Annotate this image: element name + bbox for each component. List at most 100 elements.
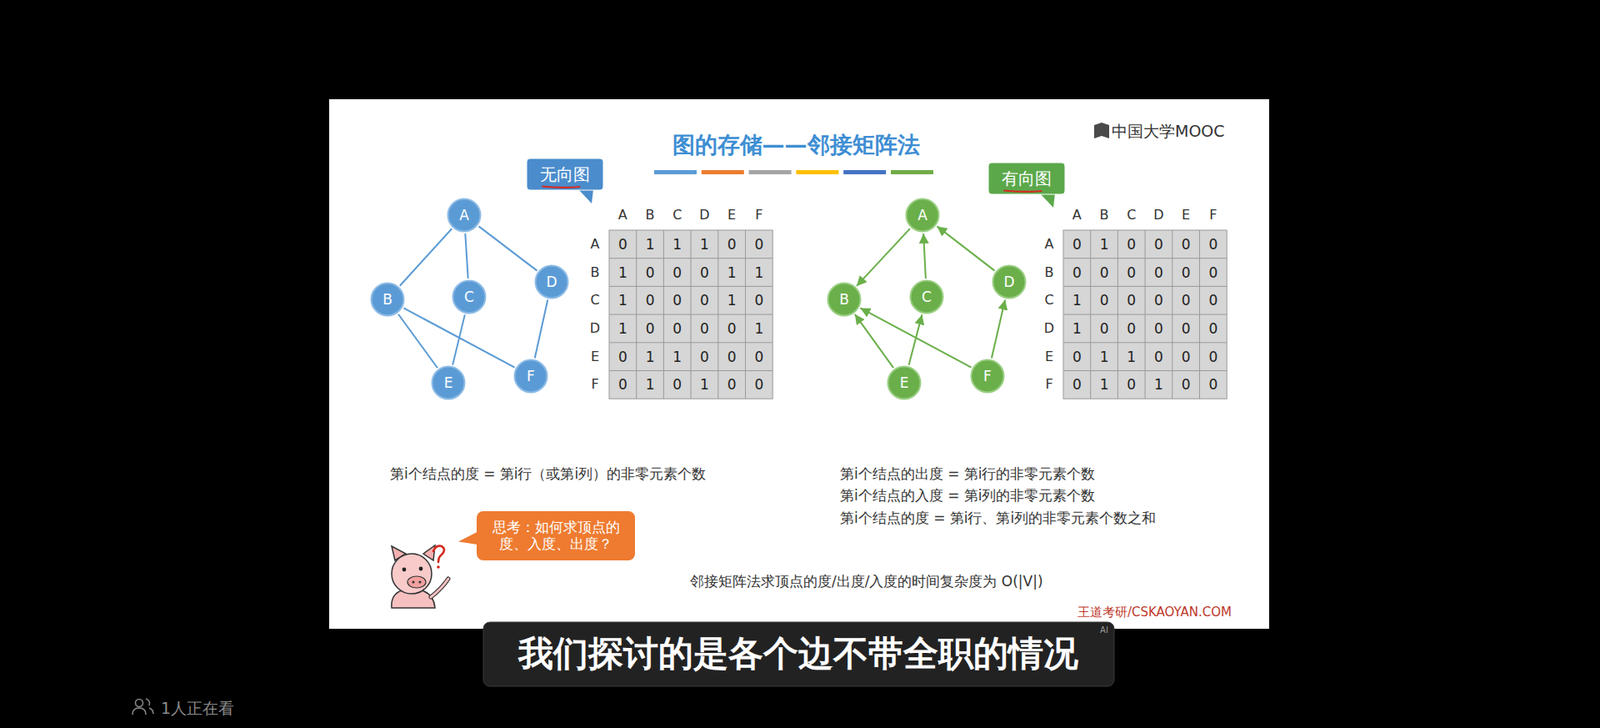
pig-head bbox=[391, 553, 432, 594]
viewer-head bbox=[135, 699, 144, 707]
matrix-cell: 0 bbox=[618, 347, 628, 365]
watermark: 王道考研/CSKAOYAN.COM bbox=[1077, 604, 1232, 620]
node-text: A bbox=[459, 206, 470, 224]
matrix-cell: 0 bbox=[1181, 375, 1191, 393]
vertex-circle bbox=[535, 265, 569, 299]
node-text: E bbox=[444, 374, 454, 391]
matrix-cell: 0 bbox=[700, 320, 710, 337]
underline-mark bbox=[1003, 190, 1042, 192]
color-bar-segment bbox=[795, 170, 839, 175]
matrix-cell: 0 bbox=[1154, 235, 1164, 253]
vertex-circle bbox=[828, 283, 861, 316]
ai-tag: AI bbox=[1100, 625, 1109, 635]
formula-note: 第i个结点的入度 = 第i列的非零元素个数 bbox=[840, 486, 1096, 504]
matrix-cell: 0 bbox=[754, 347, 764, 365]
matrix-cell: 0 bbox=[1126, 263, 1136, 280]
vertex-circle bbox=[993, 265, 1026, 299]
matrix-header: A bbox=[1072, 206, 1082, 223]
matrix-grid-line bbox=[1063, 341, 1227, 343]
graph-edge bbox=[452, 314, 465, 365]
matrix-grids bbox=[609, 230, 1227, 399]
graph-vertex: C bbox=[909, 279, 945, 315]
matrix-header: F bbox=[1209, 206, 1217, 223]
vertex-circle bbox=[371, 283, 405, 316]
matrix-cell: 0 bbox=[1100, 291, 1110, 309]
matrix-cell: 0 bbox=[672, 291, 682, 309]
color-bar-segment bbox=[890, 170, 934, 175]
color-bar-segment bbox=[701, 170, 745, 175]
matrix-header: F bbox=[590, 376, 599, 393]
matrix-header: E bbox=[727, 206, 736, 223]
matrix-header: D bbox=[699, 206, 710, 223]
graph-vertex: F bbox=[970, 358, 1005, 394]
matrix-cell: 1 bbox=[754, 320, 764, 337]
thought-bubble: 思考：如何求顶点的度、入度、出度？ bbox=[476, 510, 635, 560]
vertex-circle bbox=[453, 280, 486, 314]
matrix-grid-line bbox=[1199, 230, 1200, 399]
matrix-cell: 0 bbox=[1126, 375, 1136, 393]
matrix-cell: 0 bbox=[672, 320, 682, 337]
matrix-cell: 1 bbox=[645, 375, 655, 393]
graph-vertex: E bbox=[430, 365, 466, 400]
callout-tail bbox=[578, 189, 594, 204]
matrix-cell: 1 bbox=[645, 347, 655, 365]
matrix-header: A bbox=[618, 206, 628, 223]
graph-vertex: E bbox=[886, 365, 922, 400]
graph-edge bbox=[936, 225, 995, 270]
node-text: 无向图 bbox=[540, 164, 590, 185]
matrix-cell: 0 bbox=[645, 291, 655, 309]
matrix-cell: 0 bbox=[1181, 291, 1191, 309]
matrix-cell: 0 bbox=[618, 375, 628, 393]
vertex-circle bbox=[971, 360, 1005, 393]
matrix-header: B bbox=[645, 206, 655, 223]
matrix-cell: 0 bbox=[672, 375, 682, 393]
matrix-cell: 0 bbox=[727, 235, 737, 253]
callout-body bbox=[988, 162, 1065, 195]
matrix-cell: 1 bbox=[1154, 375, 1164, 393]
color-bar-segment bbox=[749, 170, 792, 175]
callout-box: 有向图 bbox=[988, 162, 1065, 195]
formula-note: 第i个结点的出度 = 第i行的非零元素个数 bbox=[840, 465, 1096, 482]
matrix-header: C bbox=[1044, 292, 1054, 309]
matrix-cell: 1 bbox=[754, 263, 764, 280]
matrix-header: F bbox=[1045, 376, 1053, 393]
node-text: C bbox=[464, 288, 475, 305]
matrix-cell: 0 bbox=[1126, 291, 1136, 309]
graph-edge bbox=[465, 233, 468, 279]
matrix-cell: 0 bbox=[1181, 235, 1191, 253]
underline-mark bbox=[541, 186, 580, 188]
matrix-cell: 0 bbox=[1154, 263, 1164, 280]
viewer-icon bbox=[132, 698, 154, 715]
matrix-cell: 0 bbox=[700, 263, 710, 280]
logo-icon bbox=[1094, 122, 1110, 139]
logo-text: 中国大学MOOC bbox=[1111, 121, 1225, 141]
vertex-circle bbox=[888, 366, 921, 400]
matrix-cell: 0 bbox=[1181, 320, 1191, 337]
pig-snout bbox=[407, 575, 426, 588]
matrix-cell: 0 bbox=[1181, 347, 1191, 365]
graph-edge bbox=[923, 233, 926, 279]
matrix-cell: 0 bbox=[1072, 347, 1082, 365]
matrix-cell: 0 bbox=[1154, 347, 1164, 365]
graph-vertex: D bbox=[991, 264, 1027, 300]
vertex-circle bbox=[910, 280, 944, 314]
pig-eye bbox=[402, 567, 407, 572]
matrix-cell: 0 bbox=[754, 291, 764, 309]
node-text: B bbox=[839, 290, 850, 308]
bubble-tail bbox=[458, 530, 478, 544]
callout-tail bbox=[1040, 193, 1055, 208]
matrix-cell: 1 bbox=[1072, 320, 1082, 337]
matrix-header: A bbox=[590, 235, 600, 252]
graph-vertex: B bbox=[370, 281, 405, 317]
matrix-header: E bbox=[1181, 206, 1190, 223]
color-bar-segment bbox=[843, 170, 886, 175]
matrix-cell: 0 bbox=[1100, 320, 1110, 337]
matrix-header: C bbox=[1126, 206, 1136, 223]
matrix-header: B bbox=[1100, 206, 1110, 223]
question-mark-dot bbox=[436, 565, 440, 569]
matrix-cell: 0 bbox=[1100, 263, 1110, 280]
formula-note: 第i个结点的度 = 第i行（或第i列）的非零元素个数 bbox=[390, 465, 706, 482]
color-bar-segment bbox=[654, 170, 697, 175]
